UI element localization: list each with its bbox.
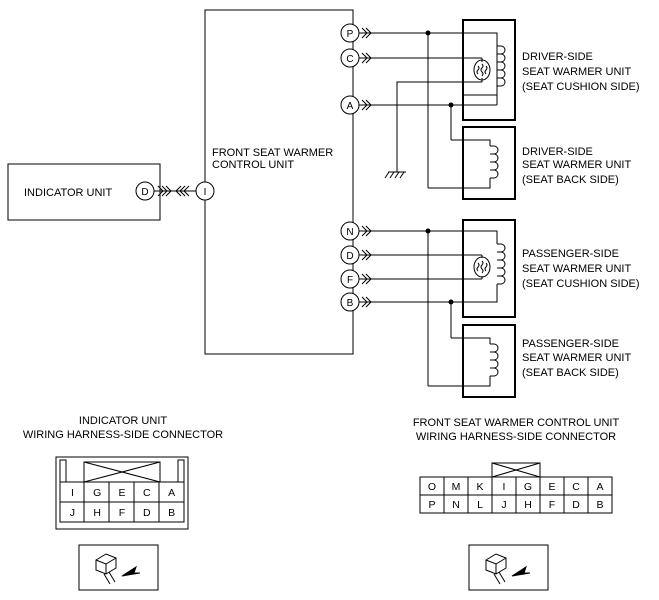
driver-cushion-unit <box>462 19 516 121</box>
terminal-c: C <box>340 48 360 68</box>
connector-pin-label: P <box>428 499 435 511</box>
connector-pin-label: D <box>143 507 151 519</box>
indicator-connector-cells: I G E C A J H F D B <box>70 487 175 519</box>
thermistor-icon <box>473 59 491 81</box>
passenger-back-unit <box>462 324 516 398</box>
connector-pin-label: H <box>524 499 532 511</box>
svg-text:D: D <box>141 187 148 198</box>
harness-view-icon <box>78 544 159 591</box>
driver-back-label-1: DRIVER-SIDE <box>522 146 593 158</box>
control-connector-cells: O M K I G E C A P N L J H F D B <box>428 481 604 511</box>
svg-text:P: P <box>347 29 354 40</box>
connector-pin-label: E <box>118 487 125 499</box>
indicator-connector-title-2: WIRING HARNESS-SIDE CONNECTOR <box>23 429 223 441</box>
indicator-unit-box <box>7 163 161 221</box>
passenger-back-label-1: PASSENGER-SIDE <box>522 338 619 350</box>
connector-pin-label: K <box>476 481 483 493</box>
connector-pin-label: L <box>477 499 483 511</box>
driver-back-label-2: SEAT WARMER UNIT <box>522 159 631 171</box>
svg-text:F: F <box>347 275 353 286</box>
indicator-unit: INDICATOR UNIT <box>7 163 161 221</box>
driver-cushion-label-1: DRIVER-SIDE <box>522 51 593 63</box>
indicator-connector-face <box>55 456 189 530</box>
passenger-back-label-2: SEAT WARMER UNIT <box>522 352 631 364</box>
connector-pin-label: B <box>596 499 603 511</box>
connector-pin-label: I <box>71 487 74 499</box>
connector-pin-label: A <box>168 487 175 499</box>
driver-back-label-3: (SEAT BACK SIDE) <box>522 174 619 186</box>
passenger-cushion-unit <box>462 219 516 318</box>
svg-text:I: I <box>204 187 207 198</box>
control-unit-label-line1: FRONT SEAT WARMER <box>212 147 333 159</box>
indicator-connector-title-1: INDICATOR UNIT <box>79 415 167 427</box>
connector-pin-label: D <box>572 499 580 511</box>
connector-pin-label: C <box>143 487 151 499</box>
svg-text:N: N <box>346 227 353 238</box>
passenger-cushion-label-3: (SEAT CUSHION SIDE) <box>522 278 640 290</box>
connector-pin-label: G <box>93 487 101 499</box>
driver-cushion-label-3: (SEAT CUSHION SIDE) <box>522 81 640 93</box>
connector-pin-label: G <box>524 481 532 493</box>
connector-pin-label: B <box>168 507 175 519</box>
connector-pin-label: F <box>119 507 125 519</box>
control-unit-box <box>204 9 354 355</box>
connector-pin-label: N <box>452 499 460 511</box>
passenger-back-label-3: (SEAT BACK SIDE) <box>522 367 619 379</box>
svg-text:A: A <box>347 101 354 112</box>
connector-pin-label: F <box>549 499 555 511</box>
terminal-p: P <box>340 23 360 43</box>
passenger-cushion-label-1: PASSENGER-SIDE <box>522 248 619 260</box>
terminal-a: A <box>340 95 360 115</box>
connector-mark-control-side <box>175 185 190 197</box>
connector-pin-label: J <box>70 507 75 519</box>
terminal-d: D <box>340 245 360 265</box>
svg-text:B: B <box>347 298 354 309</box>
terminal-f: F <box>340 269 360 289</box>
driver-connector-marks <box>361 27 372 111</box>
driver-back-unit <box>462 126 516 200</box>
connector-pin-label: J <box>501 499 506 511</box>
terminal-control-i: I <box>195 181 215 201</box>
passenger-cushion-label-2: SEAT WARMER UNIT <box>522 263 631 275</box>
svg-text:C: C <box>346 54 353 65</box>
control-connector-title-1: FRONT SEAT WARMER CONTROL UNIT <box>413 417 620 429</box>
terminal-n: N <box>340 221 360 241</box>
connector-pin-label: I <box>503 481 506 493</box>
connector-pin-label: A <box>596 481 603 493</box>
driver-cushion-label-2: SEAT WARMER UNIT <box>522 66 631 78</box>
control-unit: FRONT SEAT WARMER CONTROL UNIT <box>204 9 354 355</box>
terminal-indicator-d: D <box>135 181 155 201</box>
thermistor-icon <box>473 256 491 278</box>
driver-wires <box>359 30 463 189</box>
locking-tab <box>83 461 161 483</box>
control-connector-face <box>419 462 613 514</box>
indicator-unit-label: INDICATOR UNIT <box>24 187 112 199</box>
terminal-b: B <box>340 292 360 312</box>
passenger-wires <box>359 228 463 387</box>
control-unit-label-line2: CONTROL UNIT <box>212 159 294 171</box>
connector-pin-label: C <box>572 481 580 493</box>
passenger-connector-marks <box>361 225 372 308</box>
connector-mark-indicator-side <box>157 185 172 197</box>
connector-pin-label: O <box>428 481 436 493</box>
svg-text:D: D <box>346 251 353 262</box>
harness-view-icon <box>468 544 549 591</box>
connector-pin-label: H <box>93 507 101 519</box>
connector-pin-label: M <box>452 481 461 493</box>
control-connector-title-2: WIRING HARNESS-SIDE CONNECTOR <box>416 431 616 443</box>
connector-pin-label: E <box>548 481 555 493</box>
